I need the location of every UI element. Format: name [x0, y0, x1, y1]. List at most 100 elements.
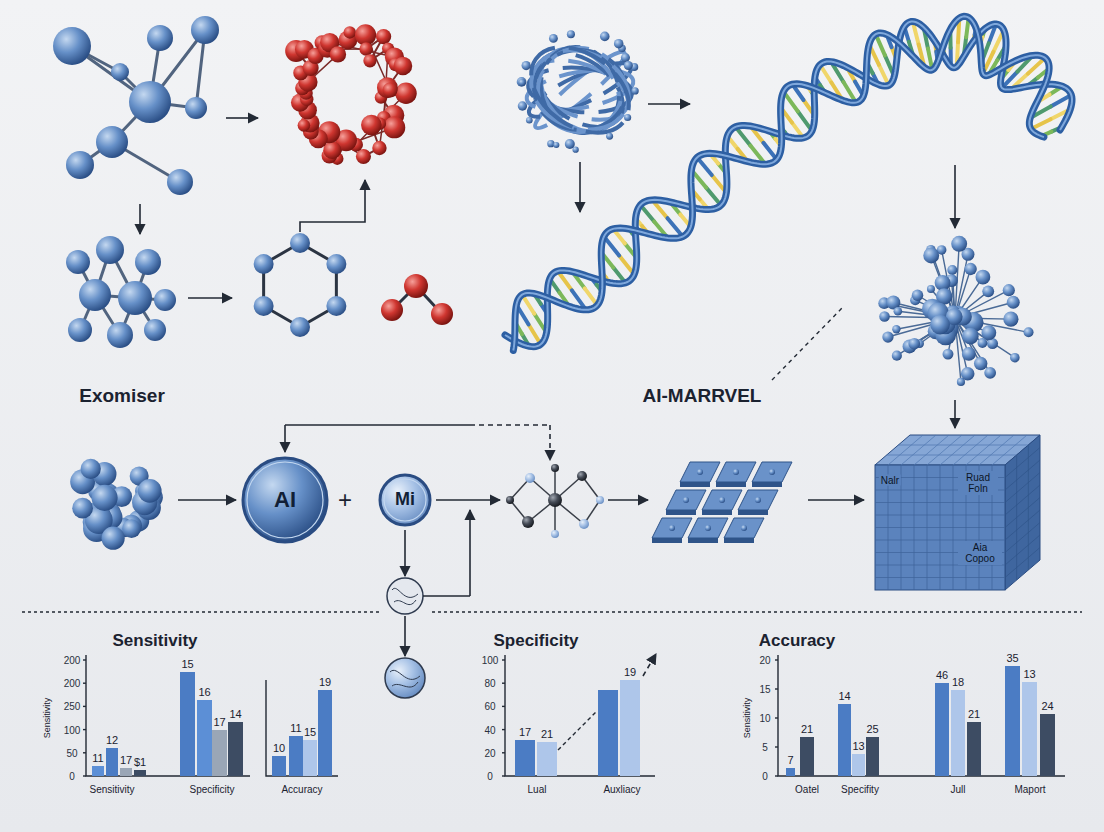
atom — [1003, 284, 1015, 296]
cube-front — [875, 465, 1005, 590]
axis-title: Sensitivity — [43, 698, 53, 739]
flow-arrow — [436, 499, 500, 501]
tile-side — [688, 538, 718, 543]
category-label: Auxliacy — [603, 784, 640, 795]
grid-line — [1005, 535, 1040, 565]
atom — [359, 42, 373, 56]
bar — [289, 736, 303, 776]
atom — [431, 303, 453, 325]
atom — [683, 497, 689, 503]
bar — [786, 768, 795, 776]
atom — [326, 296, 346, 316]
flow-arrow — [643, 654, 656, 676]
grid-line — [875, 577, 1005, 578]
atom — [606, 133, 613, 140]
bar — [800, 737, 814, 776]
grid-line — [914, 435, 949, 465]
ai-circle: AI — [241, 456, 329, 544]
atom — [892, 325, 900, 333]
dna-strand-highlight — [505, 21, 1072, 346]
atom — [1007, 296, 1020, 309]
atom — [81, 459, 101, 479]
bar — [1005, 666, 1020, 776]
atom — [118, 281, 152, 315]
tick-mark — [775, 775, 778, 776]
atom — [975, 270, 990, 285]
atom — [947, 265, 957, 275]
dna-strand — [505, 21, 1072, 346]
grid-line — [966, 435, 1001, 465]
atom — [344, 26, 356, 38]
bar-value: 19 — [319, 676, 331, 688]
atom — [377, 77, 398, 98]
atom — [912, 290, 923, 301]
tick-mark — [83, 752, 86, 753]
bar — [120, 768, 132, 776]
atom — [522, 516, 534, 528]
bar-value: $1 — [134, 756, 146, 768]
grid-line — [1005, 473, 1040, 503]
atom — [977, 338, 987, 348]
cube-shape — [870, 425, 1045, 597]
flow-arrow — [579, 162, 581, 212]
atom — [111, 63, 129, 81]
flow-arrow — [139, 204, 141, 234]
bar — [866, 737, 879, 776]
atom — [79, 279, 111, 311]
flow-arrow — [404, 616, 406, 656]
category-label: Jull — [950, 784, 965, 795]
axis-tick: 10 — [759, 713, 770, 724]
tick-mark — [502, 683, 505, 684]
chart-title: Accuracy — [759, 632, 836, 651]
tick-mark — [502, 706, 505, 707]
dashed-guide — [772, 308, 842, 380]
atom — [962, 328, 979, 345]
flow-arrow — [284, 425, 286, 452]
bar-value: 21 — [801, 723, 813, 735]
bar-value: 17 — [120, 754, 132, 766]
grid-line — [1005, 510, 1040, 540]
axis-tick: 5 — [762, 742, 768, 753]
bar — [212, 730, 227, 776]
bar-value: 21 — [968, 708, 980, 720]
atom — [122, 519, 141, 538]
grid-line — [953, 435, 988, 465]
flow-arrow — [608, 499, 648, 501]
tick-mark — [502, 729, 505, 730]
bar-value: 14 — [838, 690, 850, 702]
atom — [984, 367, 996, 379]
axis-title: Sensitivity — [743, 698, 753, 739]
bar-value: 7 — [787, 754, 793, 766]
grid-line — [1005, 523, 1040, 553]
atom — [522, 61, 531, 70]
atom — [154, 289, 176, 311]
bar-value: 13 — [1023, 668, 1035, 680]
tick-mark — [502, 659, 505, 660]
atom — [565, 139, 575, 149]
mi-circle: Mi — [378, 473, 432, 527]
tile-side — [652, 538, 682, 543]
atom — [572, 147, 578, 153]
axis-tick: 80 — [484, 678, 495, 689]
separator — [22, 611, 380, 612]
bar-value: 19 — [624, 666, 636, 678]
grid-line — [953, 465, 954, 590]
atom — [894, 307, 903, 316]
atom — [381, 299, 403, 321]
molecule — [66, 236, 176, 348]
axis-tick: 250 — [64, 701, 81, 712]
flow-line — [285, 424, 470, 425]
atom — [755, 497, 761, 503]
flow-arrow — [954, 400, 956, 428]
tile — [666, 490, 706, 510]
atom — [923, 248, 939, 264]
atom — [395, 82, 416, 103]
flow-arrow — [648, 103, 690, 105]
tick-mark — [775, 688, 778, 689]
atom — [549, 34, 558, 43]
category-label: Maport — [1014, 784, 1045, 795]
bar-value: 10 — [273, 742, 285, 754]
atom — [383, 83, 398, 98]
